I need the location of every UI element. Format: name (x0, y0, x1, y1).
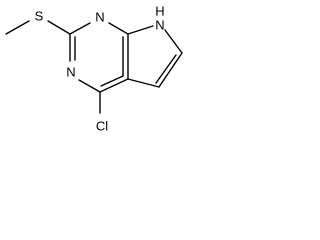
atom-nitrogen-nh: N (155, 18, 164, 33)
atom-chlorine: Cl (96, 119, 108, 134)
bond-n3-c4 (78, 79, 101, 93)
bond-c4a-c4-double (100, 75, 124, 87)
bond-c2-n1 (69, 22, 91, 35)
bond-c7a-nh (127, 25, 154, 35)
bonds (5, 20, 183, 114)
bond-c4a-c4 (99, 78, 129, 93)
bond-n1-c7a (108, 22, 129, 35)
bond-nh-c6 (164, 29, 183, 54)
bond-methyl-s (5, 20, 30, 35)
atom-nitrogen-nh-h: H (155, 4, 164, 19)
chemical-structure: S N N H N Cl (5, 4, 183, 134)
bond-s-c2 (47, 20, 71, 35)
bond-c5-c4a (127, 78, 160, 88)
bond-c6-c5 (158, 52, 183, 88)
atom-labels: S N N H N Cl (35, 4, 165, 134)
atom-nitrogen-n3: N (66, 65, 75, 80)
atom-nitrogen-n1: N (95, 10, 104, 25)
atom-sulfur: S (35, 9, 44, 24)
bond-c6-c5-double (155, 54, 177, 84)
